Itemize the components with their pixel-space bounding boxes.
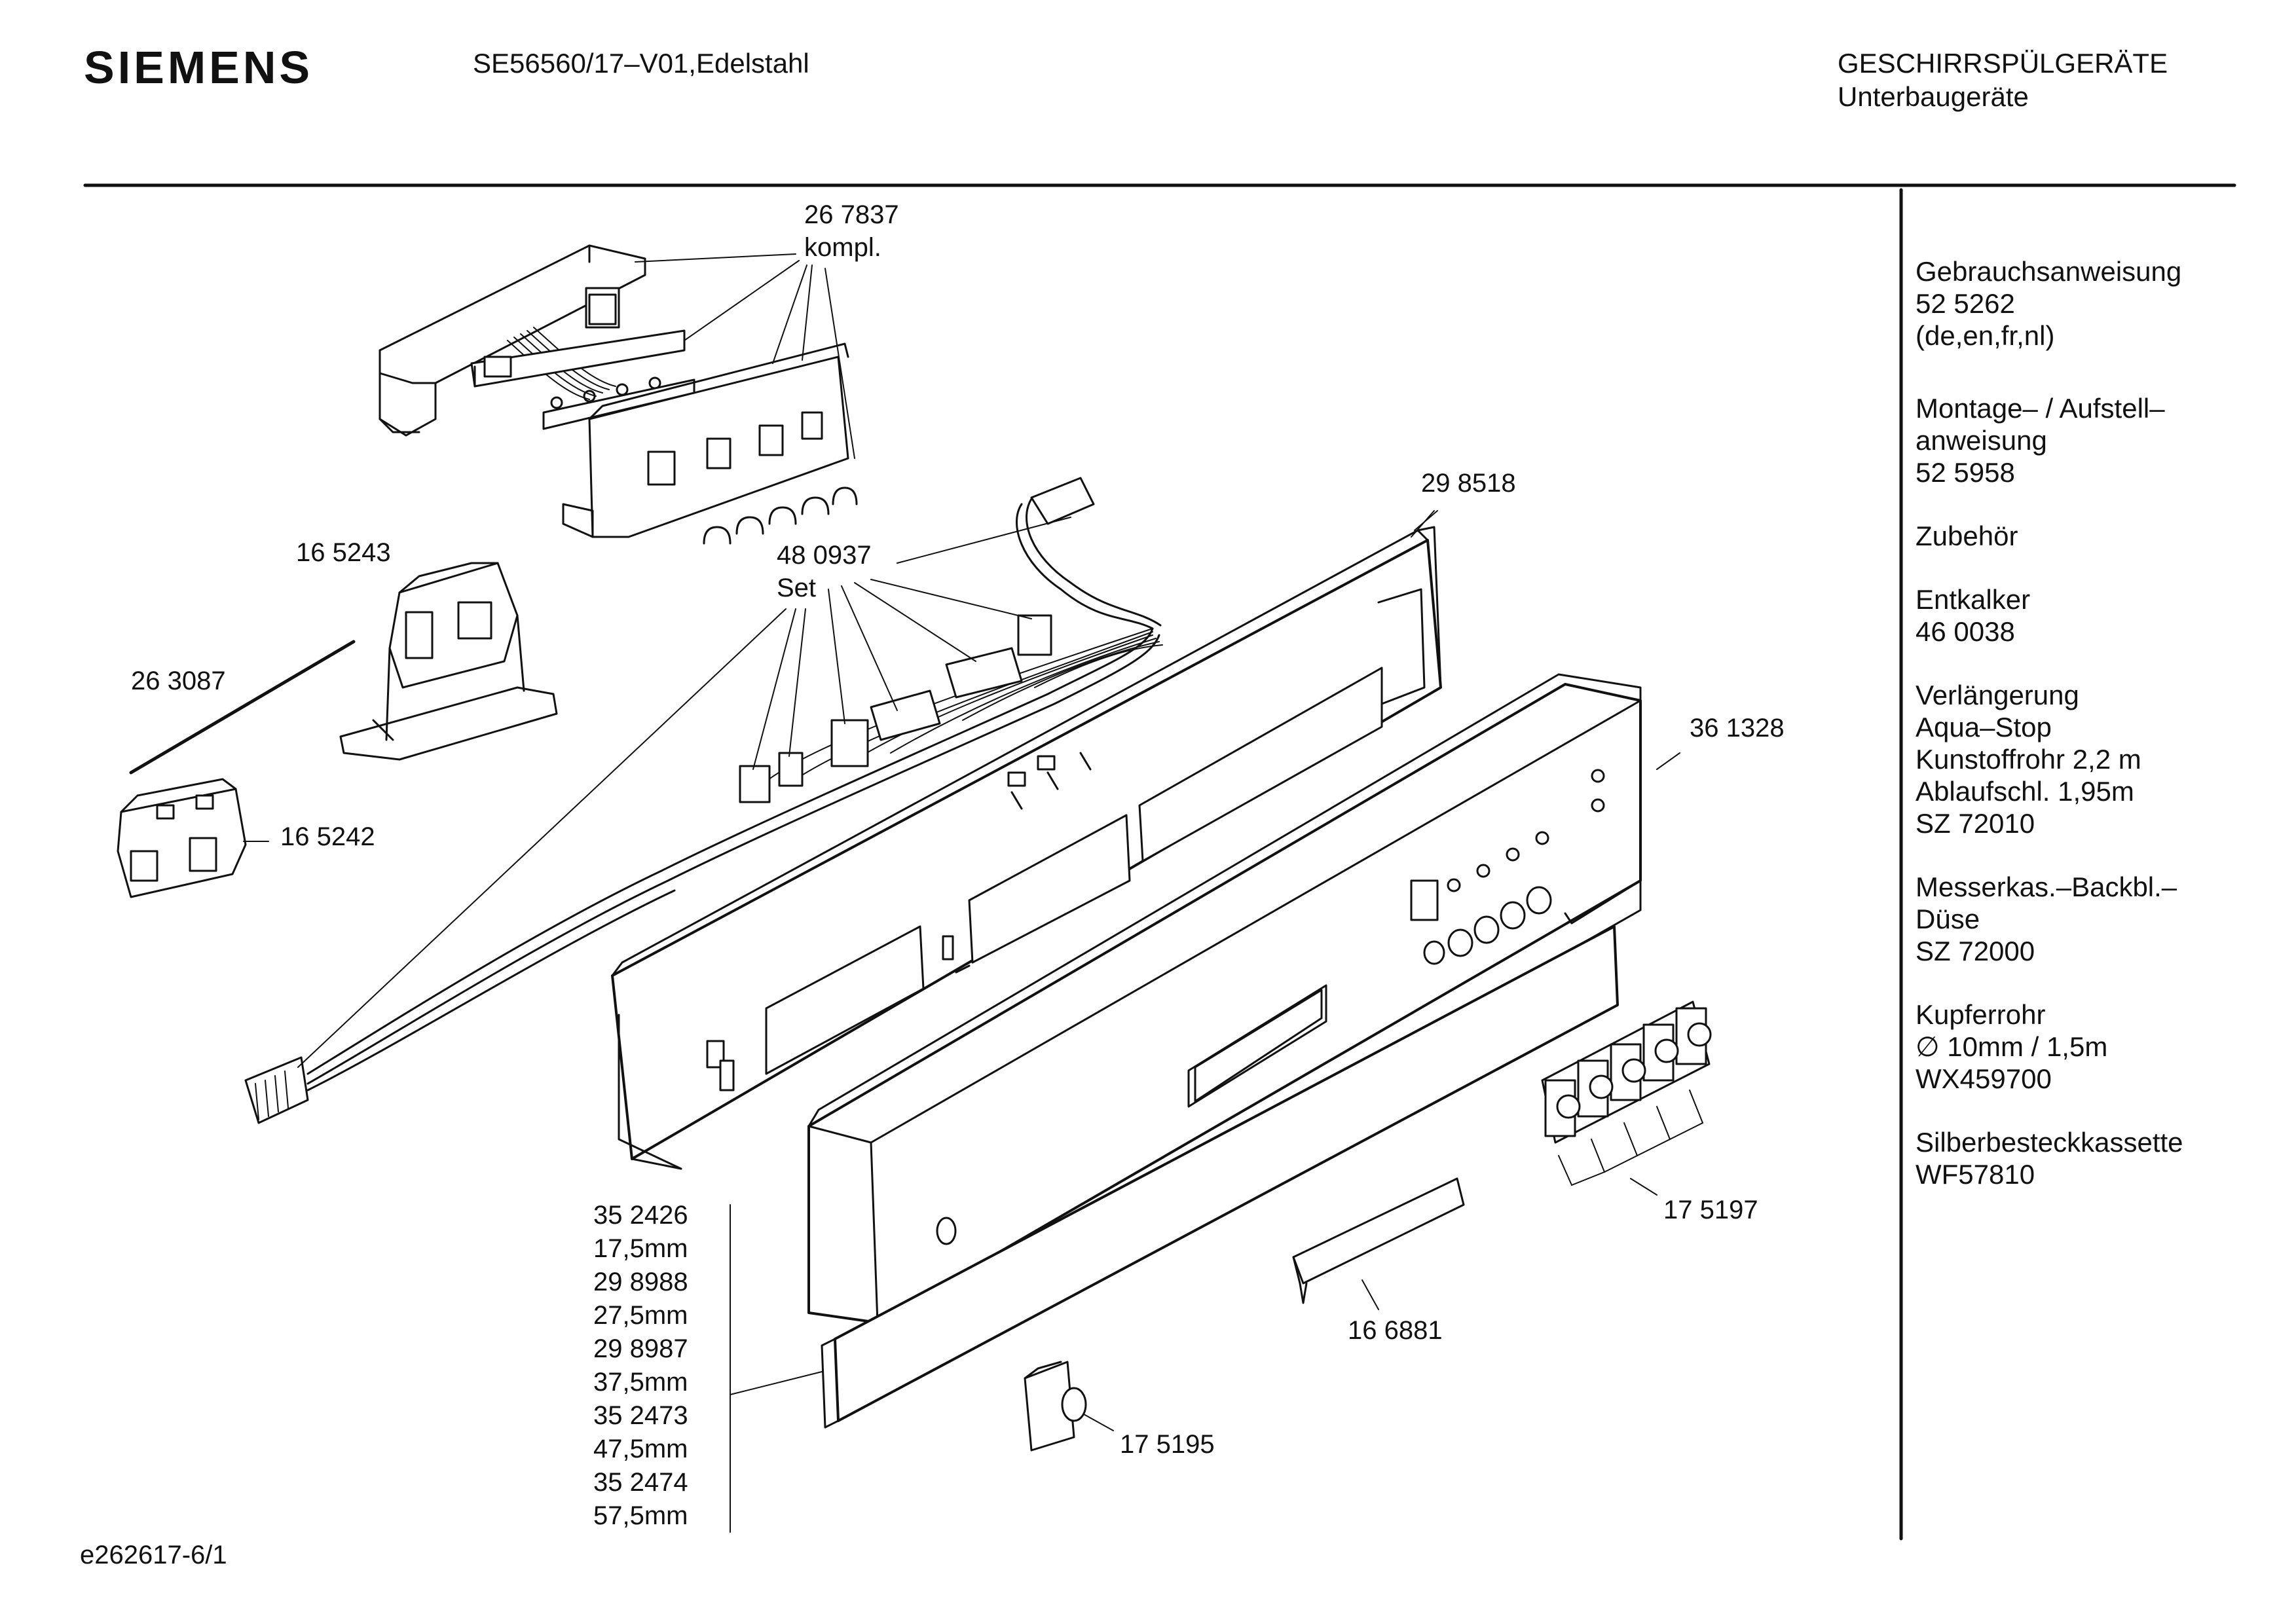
part-label-16-5243: 16 5243 [296,538,391,567]
part-16-5243-holder [339,562,558,761]
part-label-26-7837: 26 7837 [804,200,899,229]
model-title: SE56560/17–V01,Edelstahl [473,48,809,79]
accessories-sidebar: Gebrauchsanweisung 52 5262 (de,en,fr,nl)… [1916,255,2269,1222]
sidebar-text: Gebrauchsanweisung [1916,256,2182,287]
sidebar-text: ∅ 10mm / 1,5m [1916,1031,2108,1062]
sidebar-block-copper-pipe: Kupferrohr ∅ 10mm / 1,5m WX459700 [1916,998,2269,1095]
sidebar-text: WX459700 [1916,1063,2052,1094]
variant-6: 35 2473 [593,1401,688,1430]
sidebar-text: Kunstoffrohr 2,2 m [1916,744,2141,775]
part-label-29-8518: 29 8518 [1421,469,1516,498]
part-label-36-1328: 36 1328 [1690,714,1785,742]
variant-3: 27,5mm [593,1301,688,1330]
sidebar-text: SZ 72000 [1916,936,2035,966]
part-17-5195-switch [1024,1361,1114,1452]
part-label-17-5195: 17 5195 [1120,1430,1215,1459]
variant-5: 37,5mm [593,1368,688,1397]
sidebar-text: SZ 72010 [1916,808,2035,839]
sidebar-text: Verlängerung [1916,680,2079,710]
sidebar-block-accessories: Zubehör [1916,520,2269,552]
sidebar-text: WF57810 [1916,1159,2035,1190]
part-16-6881-strip [1292,1177,1465,1310]
drawing-id: e262617-6/1 [80,1541,227,1569]
sidebar-block-installation: Montage– / Aufstell– anweisung 52 5958 [1916,392,2269,488]
sidebar-text: Entkalker [1916,584,2031,615]
variant-1: 17,5mm [593,1234,688,1263]
variant-0: 35 2426 [593,1201,688,1230]
siemens-logo: SIEMENS [84,42,314,93]
sidebar-text: anweisung [1916,425,2047,456]
sidebar-block-extension: Verlängerung Aqua–Stop Kunstoffrohr 2,2 … [1916,679,2269,839]
sidebar-text: Zubehör [1916,521,2018,551]
sidebar-text: Silberbesteckkassette [1916,1127,2183,1158]
kickboard-variants [730,925,1619,1533]
sidebar-text: Messerkas.–Backbl.– [1916,871,2177,902]
part-26-3087-rod [129,640,356,775]
sidebar-text: Ablaufschl. 1,95m [1916,776,2134,807]
sidebar-text: 46 0038 [1916,616,2015,647]
part-note-set: Set [777,574,817,602]
category-title: GESCHIRRSPÜLGERÄTE [1838,48,2168,79]
part-label-48-0937: 48 0937 [777,541,872,570]
part-17-5197-knob-set [1541,1000,1712,1196]
sidebar-block-manual: Gebrauchsanweisung 52 5262 (de,en,fr,nl) [1916,255,2269,352]
part-label-16-5242: 16 5242 [280,822,375,851]
control-unit-assembly [379,244,858,545]
sidebar-text: Aqua–Stop [1916,712,2052,742]
sidebar-text: (de,en,fr,nl) [1916,320,2055,351]
sidebar-block-descaler: Entkalker 46 0038 [1916,583,2269,648]
sidebar-text: Kupferrohr [1916,999,2046,1030]
part-29-8518-frame [611,510,1442,1170]
subcategory-title: Unterbaugeräte [1838,81,2029,112]
part-36-1328-front-panel [807,673,1680,1324]
variant-8: 35 2474 [593,1468,688,1497]
push-buttons [703,486,858,545]
panel-knobs [1423,886,1552,965]
variant-2: 29 8988 [593,1268,688,1296]
sidebar-text: Montage– / Aufstell– [1916,393,2165,424]
sidebar-text: 52 5262 [1916,288,2015,319]
cable-harness [244,477,1163,1124]
part-label-17-5197: 17 5197 [1663,1196,1758,1224]
variant-4: 29 8987 [593,1334,688,1363]
sidebar-text: Düse [1916,904,1980,934]
part-label-16-6881: 16 6881 [1348,1316,1443,1345]
part-label-26-3087: 26 3087 [131,667,226,695]
sidebar-text: 52 5958 [1916,457,2015,488]
sidebar-block-cutlery: Silberbesteckkassette WF57810 [1916,1126,2269,1190]
part-16-5242-switch [117,778,269,898]
part-note-kompl: kompl. [804,233,881,262]
variant-9: 57,5mm [593,1501,688,1530]
sidebar-block-nozzle: Messerkas.–Backbl.– Düse SZ 72000 [1916,871,2269,967]
variant-7: 47,5mm [593,1435,688,1463]
